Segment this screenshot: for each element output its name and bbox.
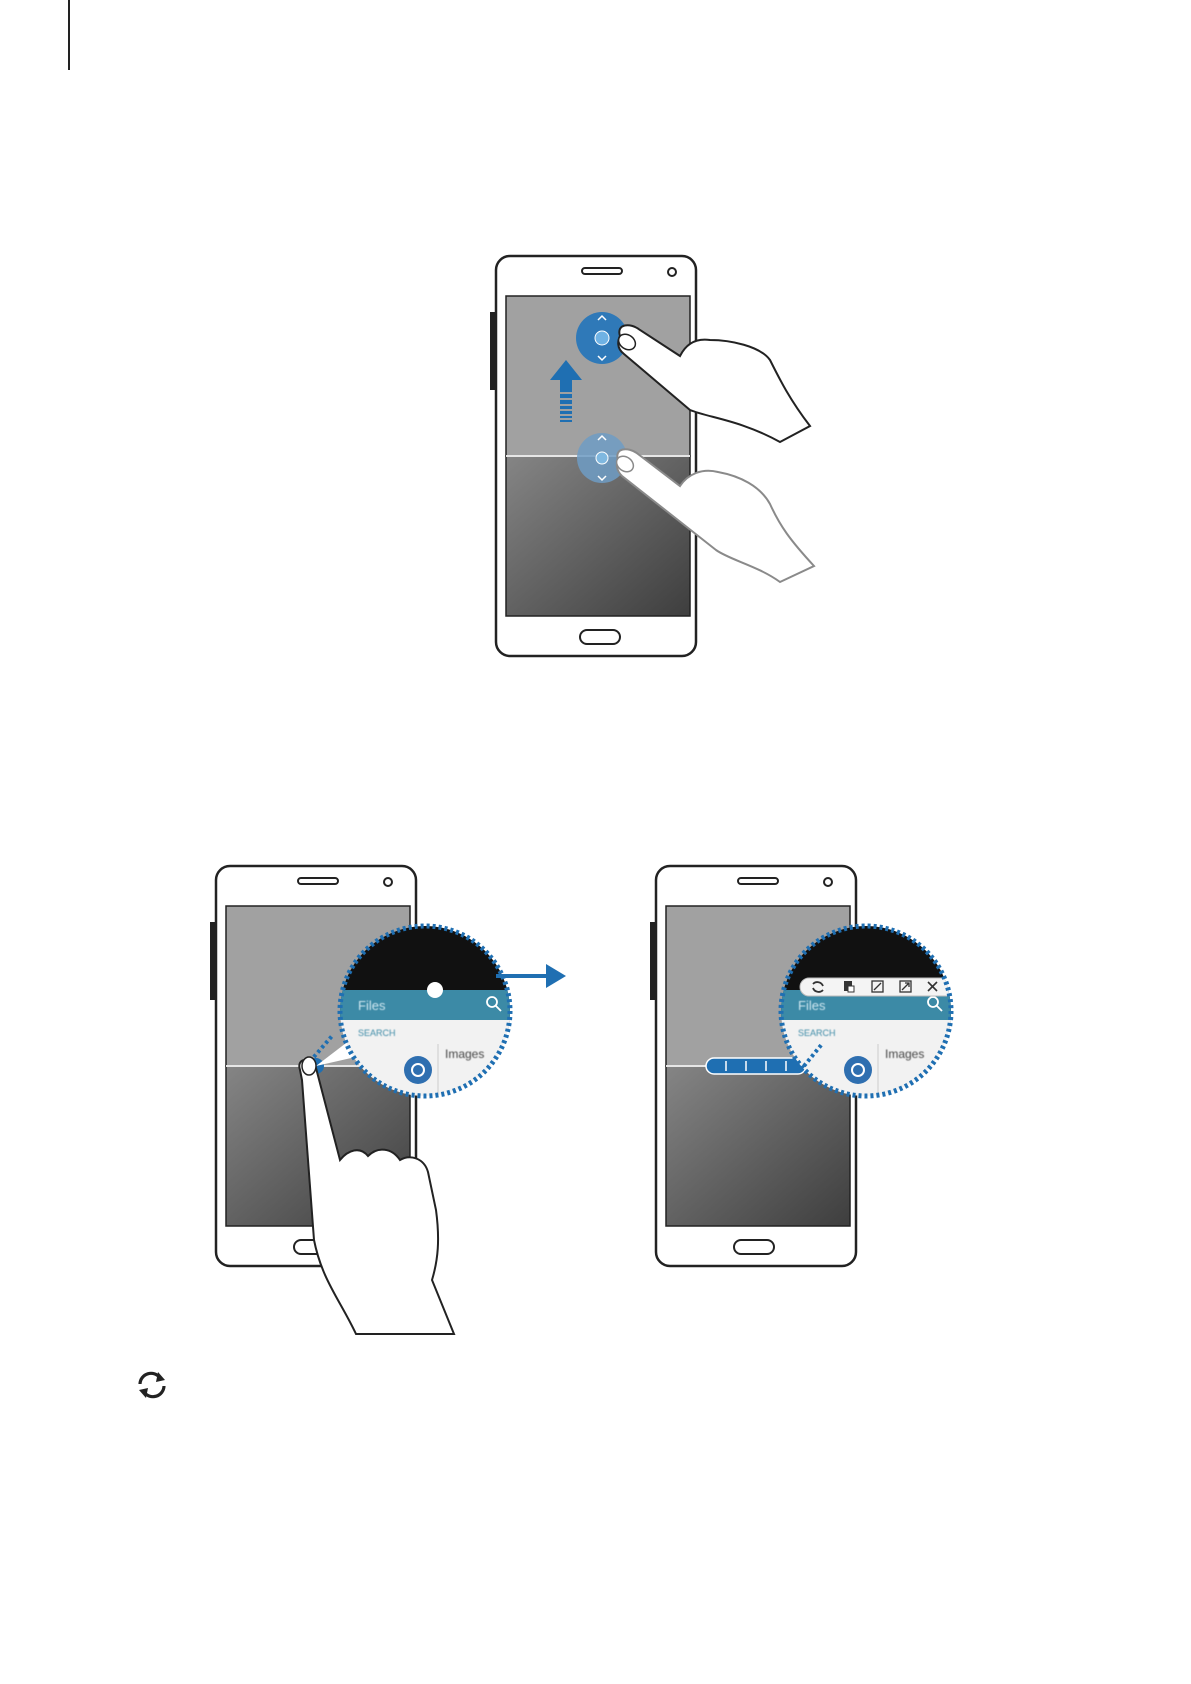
- side-key: [490, 312, 496, 390]
- page-margin-rule: [68, 0, 70, 70]
- figure-options-svg: Files SEARCH Images: [210, 860, 1020, 1340]
- app-bar-title: Files: [358, 998, 386, 1013]
- section-label: SEARCH: [358, 1028, 396, 1038]
- list-item-label: Images: [445, 1047, 484, 1061]
- figure-window-options: Files SEARCH Images: [210, 860, 1020, 1340]
- section-label: SEARCH: [798, 1028, 836, 1038]
- list-item-label: Images: [885, 1047, 924, 1061]
- app-bar-title: Files: [798, 998, 826, 1013]
- figure-resize-windows: [490, 250, 850, 670]
- figure-resize-svg: [490, 250, 850, 670]
- window-options-bar[interactable]: [706, 1058, 806, 1074]
- switch-windows-icon: [136, 1370, 168, 1400]
